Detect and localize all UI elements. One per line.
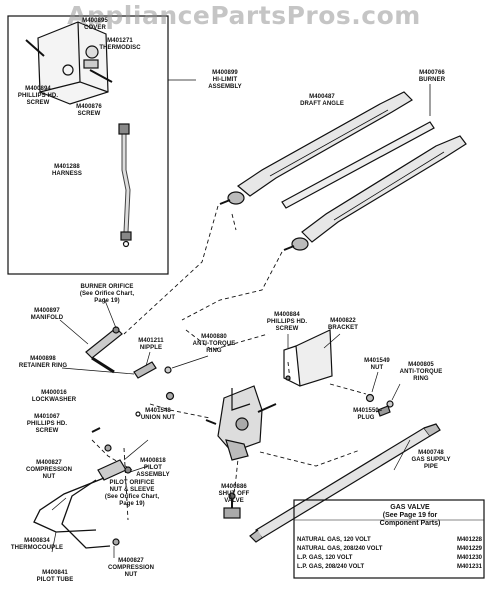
label-phillips-screw-left: M401067 PHILLIPS HD. SCREW: [26, 414, 68, 434]
label-phillips-screw-mid: M400884 PHILLIPS HD. SCREW: [266, 312, 308, 332]
union-nut-drawing: [165, 391, 175, 401]
gas-supply-pipe-drawing: [249, 423, 441, 543]
label-gas-supply-pipe: M400748 GAS SUPPLY PIPE: [411, 450, 451, 470]
manifold-drawing: [85, 326, 123, 374]
pilot-tube-drawing: [61, 479, 111, 549]
label-compression-nut-top: M400827 COMPRESSION NUT: [25, 460, 73, 480]
label-plug: M401550 PLUG: [353, 408, 379, 421]
label-harness: M401288 HARNESS: [51, 164, 83, 177]
compression-nut-bottom-drawing: [112, 538, 120, 546]
label-shut-off-valve: M400886 SHUT OFF VALVE: [218, 484, 250, 504]
label-phillips-screw-top: M400894 PHILLIPS HD. SCREW: [17, 86, 59, 106]
gas-valve-row-part: M401231: [456, 564, 482, 570]
label-cover: M400895 COVER: [82, 18, 108, 31]
gas-valve-row: NATURAL GAS, 120 VOLT M401228: [297, 536, 482, 544]
label-nut-right: M401549 NUT: [364, 358, 390, 371]
anti-torque-ring-right-drawing: [386, 400, 394, 408]
label-leaders: [51, 297, 411, 558]
compression-nut-top-drawing: [104, 444, 112, 452]
gas-valve-row: NATURAL GAS, 208/240 VOLT M401229: [297, 545, 482, 553]
watermark-text: AppliancePartsPros.com: [67, 1, 421, 30]
label-compression-nut-bottom: M400827 COMPRESSION NUT: [107, 558, 155, 578]
harness-drawing: [118, 123, 132, 248]
label-hi-limit-assembly: M400899 HI-LIMIT ASSEMBLY: [208, 70, 242, 90]
draft-angle-drawing: [281, 121, 435, 209]
nipple-drawing: [133, 361, 157, 379]
gas-valve-row-part: M401229: [456, 546, 482, 552]
label-pilot-orifice: PILOT ORIFICE NUT & SLEEVE (See Orifice …: [104, 480, 160, 507]
label-thermocouple: M400834 THERMOCOUPLE: [10, 538, 64, 551]
gas-valve-row-label: NATURAL GAS, 120 VOLT: [297, 537, 371, 543]
nut-right-drawing: [365, 393, 375, 403]
hi-limit-cover-drawing: [25, 21, 113, 105]
gas-valve-row-label: L.P. GAS, 208/240 VOLT: [297, 564, 365, 570]
gas-valve-row-part: M401230: [456, 555, 482, 561]
hi-limit-inset-box: [7, 15, 169, 275]
upper-burner-drawing: [219, 91, 413, 205]
bracket-drawing: [283, 329, 333, 387]
gas-valve-row-label: NATURAL GAS, 208/240 VOLT: [297, 546, 383, 552]
gas-valve-row: L.P. GAS, 208/240 VOLT M401231: [297, 563, 482, 571]
gas-valve-row-part: M401228: [456, 537, 482, 543]
label-thermodisc: M401271 THERMODISC: [99, 38, 141, 51]
label-anti-torque-ring-right: M400805 ANTI-TORQUE RING: [399, 362, 443, 382]
label-pilot-assembly: M400818 PILOT ASSEMBLY: [136, 458, 170, 478]
label-screw-top: M400876 SCREW: [76, 104, 102, 117]
label-burner: M400766 BURNER: [418, 70, 446, 83]
anti-torque-ring-left-drawing: [164, 366, 172, 374]
label-union-nut: M401548 UNION NUT: [140, 408, 176, 421]
plug-drawing: [377, 405, 391, 417]
label-pilot-tube: M400841 PILOT TUBE: [36, 570, 74, 583]
label-anti-torque-ring-left: M400880 ANTI-TORQUE RING: [192, 334, 236, 354]
gas-valve-table-box: [293, 499, 485, 579]
gas-valve-drawing: [205, 385, 277, 461]
label-lockwasher: M400016 LOCKWASHER: [31, 390, 77, 403]
thermocouple-drawing: [33, 477, 105, 533]
gas-valve-title: GAS VALVE (See Page 19 for Component Par…: [379, 504, 441, 527]
pilot-assembly-drawing: [97, 459, 132, 481]
gas-valve-row: L.P. GAS, 120 VOLT M401230: [297, 554, 482, 562]
label-burner-orifice: BURNER ORIFICE (See Orifice Chart, Page …: [79, 284, 135, 304]
gas-valve-row-label: L.P. GAS, 120 VOLT: [297, 555, 353, 561]
phillips-screw-left-drawing: [91, 427, 101, 433]
label-manifold: M400897 MANIFOLD: [30, 308, 64, 321]
label-bracket: M400822 BRACKET: [327, 318, 359, 331]
label-retainer-ring: M400898 RETAINER RING: [18, 356, 68, 369]
lockwasher-drawing: [135, 411, 141, 417]
lower-burner-drawing: [283, 135, 467, 251]
label-nipple: M401211 NIPPLE: [138, 338, 164, 351]
label-draft-angle: M400487 DRAFT ANGLE: [300, 94, 344, 107]
